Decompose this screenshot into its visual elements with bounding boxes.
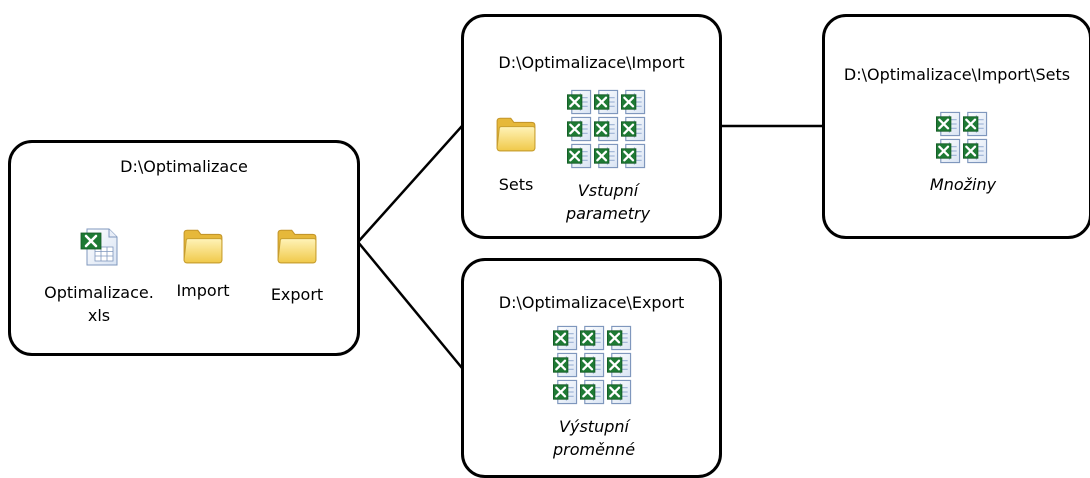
connector-root-to-export [357, 241, 463, 369]
file-optimalizace-xls[interactable]: Optimalizace. xls [39, 227, 159, 327]
folder-import-label: Import [176, 281, 230, 300]
folder-icon [495, 115, 537, 153]
folder-sets-label: Sets [498, 175, 534, 194]
import-files-label: Vstupní parametry [565, 181, 651, 223]
import-files-group[interactable]: Vstupní parametry [548, 89, 668, 225]
folder-sets[interactable]: Sets [456, 115, 576, 196]
connector-root-to-import [357, 125, 463, 243]
folder-export[interactable]: Export [237, 227, 357, 306]
export-folder-path: D:\Optimalizace\Export [498, 293, 685, 312]
import-folder-path: D:\Optimalizace\Import [498, 53, 685, 72]
excel-files-grid-icon [552, 325, 632, 405]
excel-files-grid-icon [935, 111, 988, 164]
excel-file-icon [79, 227, 119, 267]
folder-export-label: Export [270, 285, 324, 304]
export-files-group[interactable]: Výstupní proměnné [534, 325, 654, 461]
folder-import[interactable]: Import [143, 227, 263, 302]
sets-folder-box: D:\Optimalizace\Import\Sets Množiny [822, 14, 1090, 239]
export-files-label: Výstupní proměnné [552, 417, 636, 459]
export-folder-box: D:\Optimalizace\Export Výstupní proměnné [461, 258, 722, 478]
folder-icon [182, 227, 224, 265]
root-folder-box: D:\Optimalizace Optimalizace. xls Import… [8, 140, 360, 356]
excel-files-grid-icon [566, 89, 646, 169]
folder-icon [276, 227, 318, 265]
file-optimalizace-xls-label: Optimalizace. xls [44, 283, 154, 325]
sets-files-label: Množiny [929, 175, 997, 194]
import-folder-box: D:\Optimalizace\Import Sets Vstupní para… [461, 14, 722, 239]
sets-files-group[interactable]: Množiny [903, 111, 1023, 196]
root-folder-path: D:\Optimalizace [120, 157, 248, 176]
sets-folder-path: D:\Optimalizace\Import\Sets [843, 65, 1071, 84]
